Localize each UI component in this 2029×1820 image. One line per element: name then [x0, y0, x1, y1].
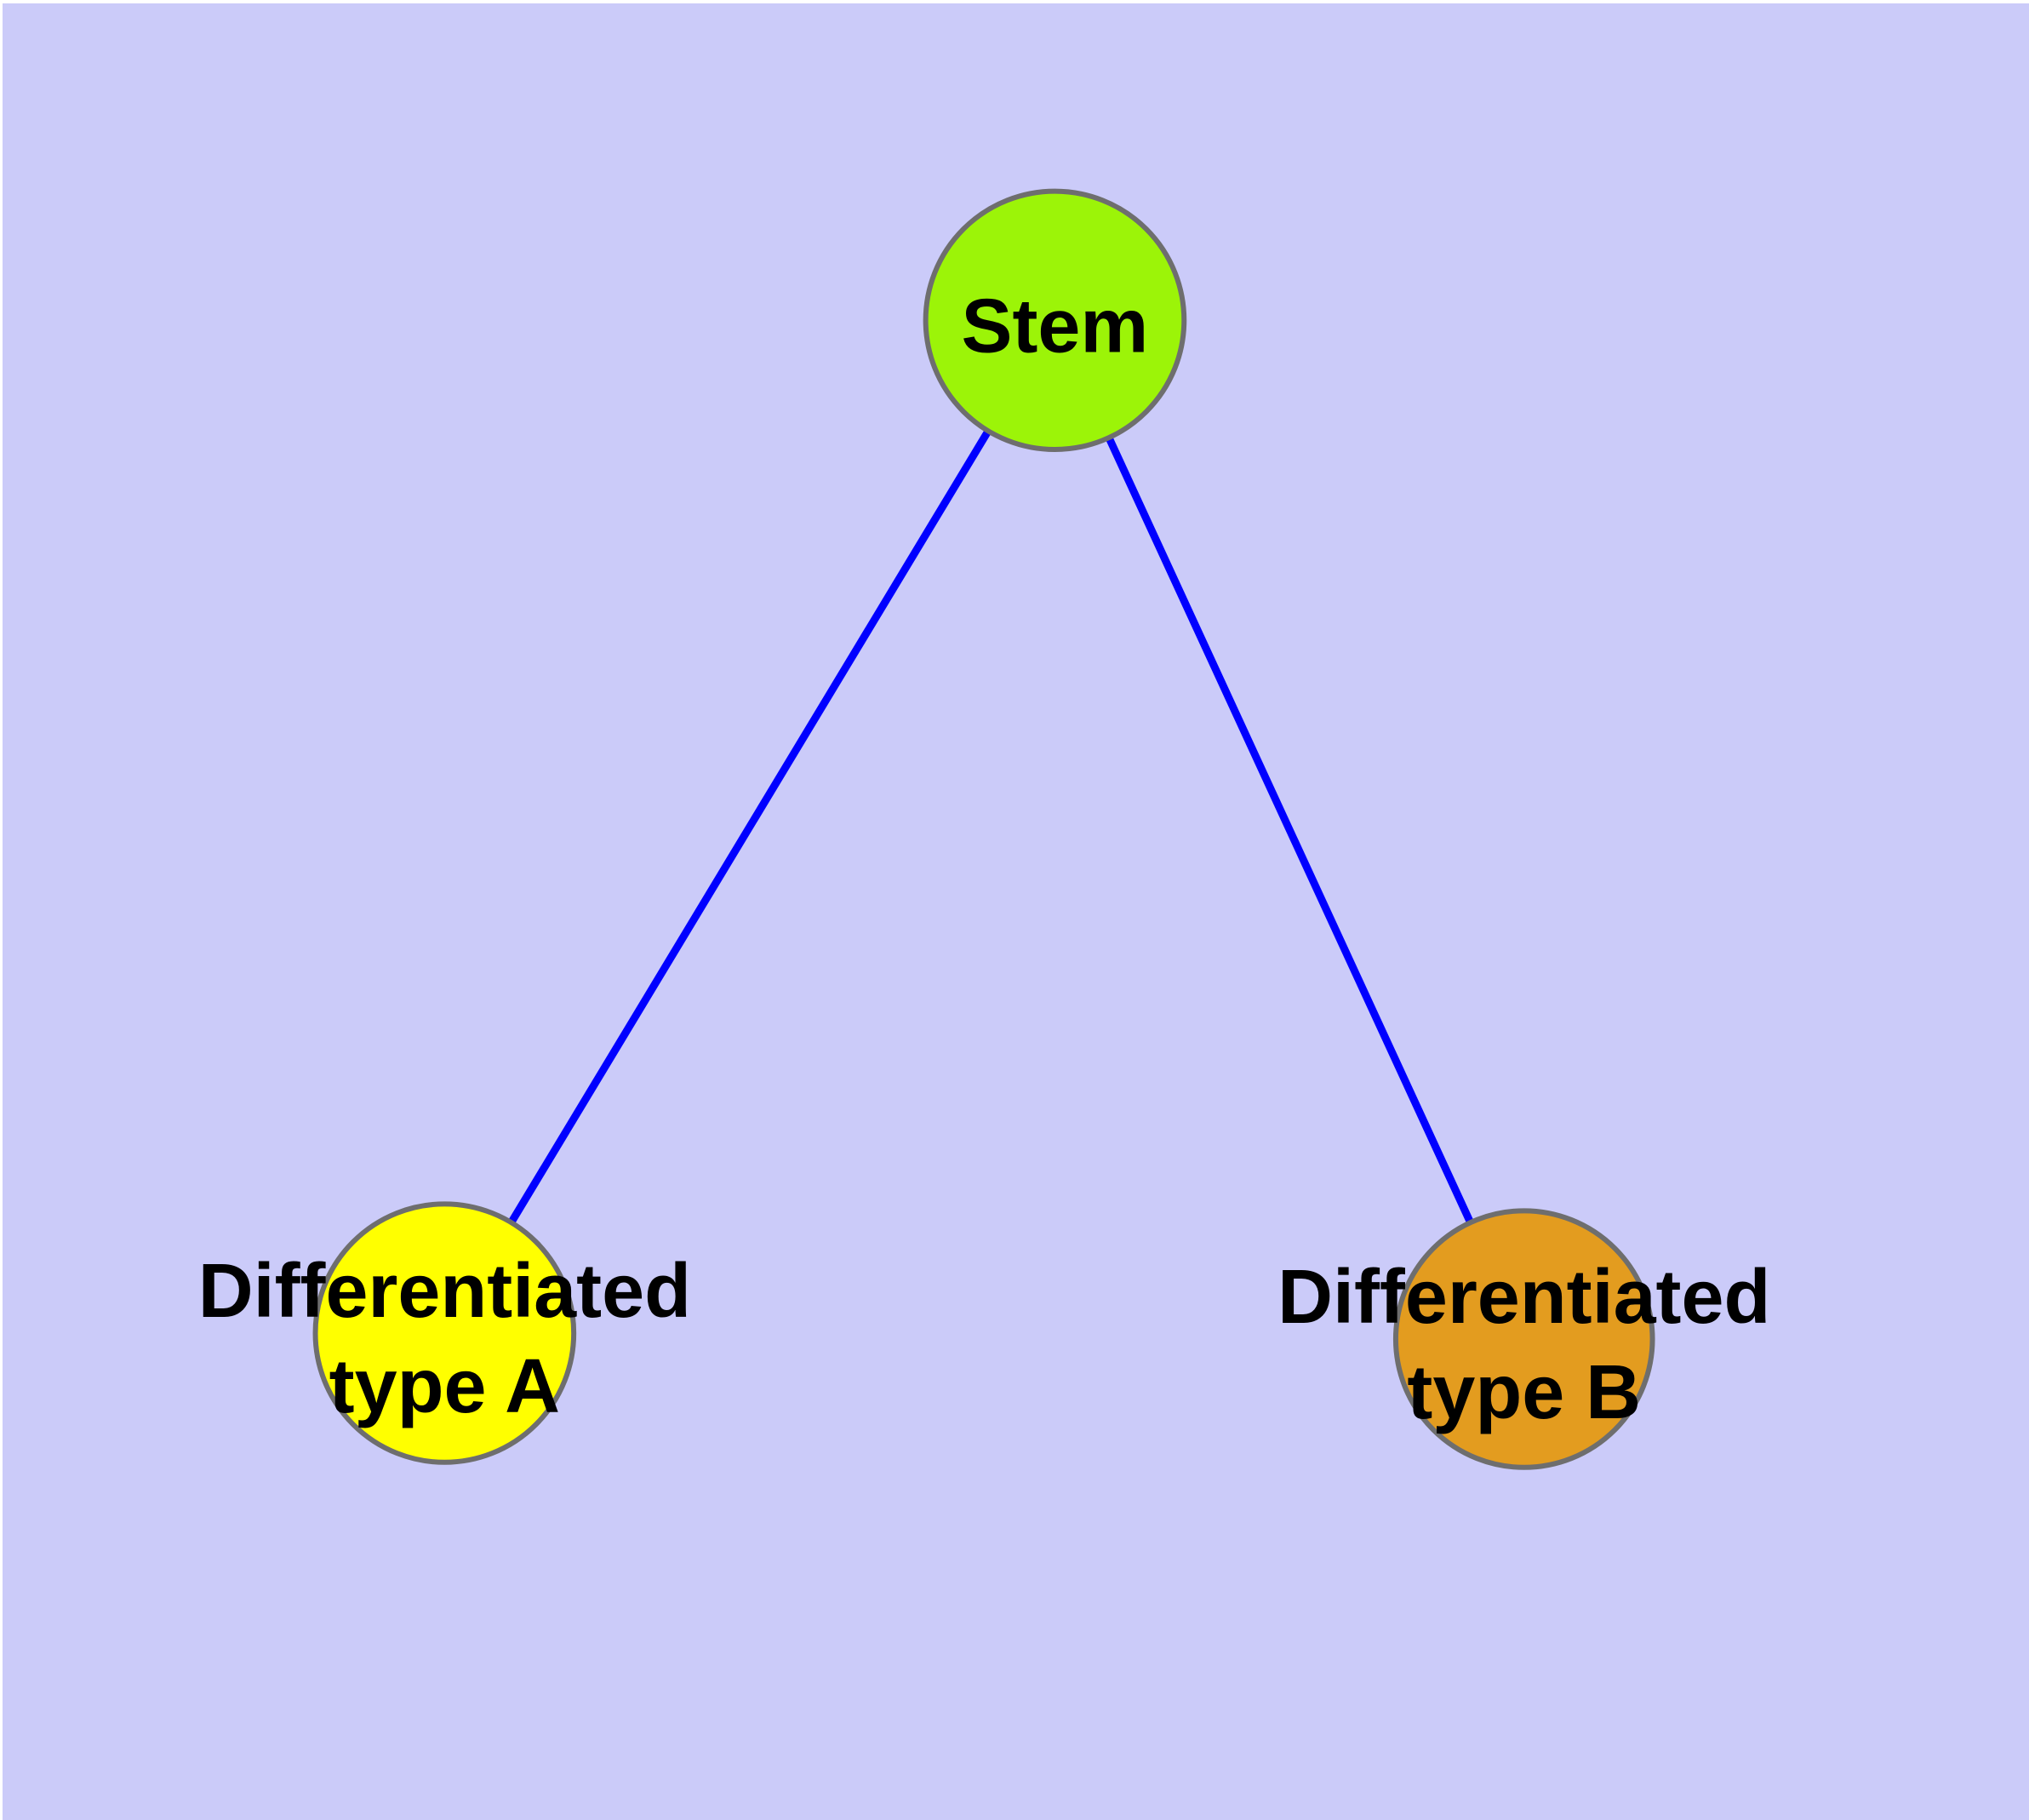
edge-stem-to-differentiated-type-b: [1051, 318, 1528, 1341]
node-label-stem: Stem: [962, 283, 1149, 369]
node-differentiated-type-b: [1392, 1208, 1655, 1470]
edge-stem-to-differentiated-type-a: [441, 318, 1059, 1336]
node-differentiated-type-a: [312, 1201, 577, 1465]
node-stem: [923, 188, 1187, 453]
